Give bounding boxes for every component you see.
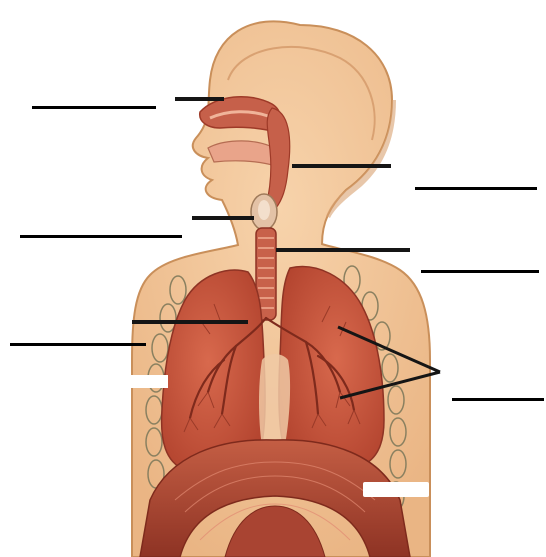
answer-blank-5[interactable]: [421, 270, 539, 273]
answer-blank-1[interactable]: [32, 106, 156, 109]
redaction-patch-left: [128, 375, 168, 388]
redaction-patch-bottom: [363, 482, 429, 497]
heart-area: [259, 354, 290, 453]
answer-blank-6[interactable]: [452, 398, 544, 401]
larynx-inner: [258, 200, 270, 220]
answer-blank-4[interactable]: [415, 187, 537, 190]
answer-blank-3[interactable]: [10, 343, 146, 346]
answer-blank-2[interactable]: [20, 235, 182, 238]
